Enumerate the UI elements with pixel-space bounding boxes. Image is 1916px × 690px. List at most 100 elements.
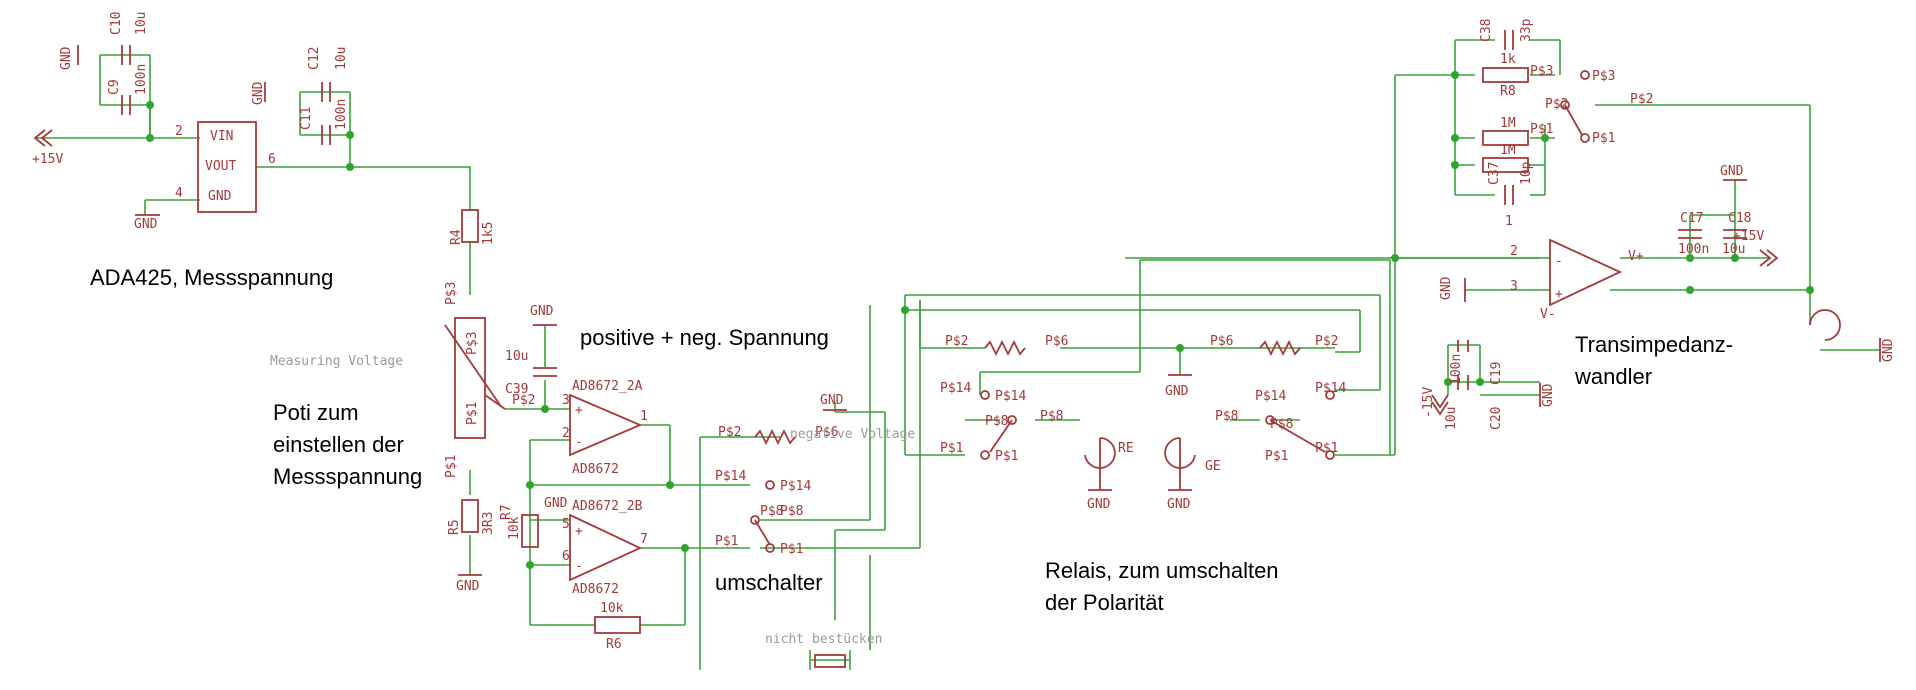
resistor-zigzag-left — [984, 339, 1026, 357]
sw-ps14-r: P$14 — [780, 479, 811, 494]
c9-label: C9 — [107, 79, 122, 95]
r1m-b-value: 1M — [1500, 143, 1516, 158]
c18-label: C18 — [1728, 211, 1751, 226]
pot-ps3: P$3 — [465, 332, 480, 355]
rl-ps1-d: P$1 — [1315, 441, 1338, 456]
gnd-opamp: GND — [1439, 276, 1454, 300]
supply-p15v-left: +15V — [32, 152, 63, 167]
rl-ps1-c: P$1 — [1265, 449, 1288, 464]
fb-ps1-a: P$1 — [1530, 122, 1553, 137]
r8-value: 1k — [1500, 52, 1516, 67]
c11-label: C11 — [299, 107, 314, 130]
c39-label: C39 — [505, 382, 528, 397]
switch-pin-labels: P$2 P$6 P$14 P$14 P$8 P$8 P$1 P$1 P$2 P$… — [715, 64, 1653, 647]
rl-ps14-c: P$14 — [1255, 389, 1286, 404]
opamp-2b-pin7: 7 — [640, 532, 648, 547]
pin4-label: 4 — [175, 186, 183, 201]
rl-ps14-d: P$14 — [1315, 381, 1346, 396]
c37-one: 1 — [1505, 214, 1513, 229]
annotation-poti-2: einstellen der — [273, 432, 404, 457]
c37-value: 10p — [1519, 161, 1534, 185]
opamp-2b-plus: + — [575, 524, 583, 539]
annotation-ada425: ADA425, Messspannung — [90, 265, 333, 290]
c39-value: 10u — [505, 349, 528, 364]
fb-ps3-a: P$3 — [1530, 64, 1553, 79]
rl-ps1-b: P$1 — [995, 449, 1018, 464]
c12-value: 10u — [334, 47, 349, 70]
potentiometer: P$3 P$1 P$3 P$1 Measuring Voltage P$2 — [270, 282, 535, 478]
sw-ps8-l: P$8 — [760, 504, 783, 519]
wires — [35, 39, 1880, 670]
c12-label: C12 — [307, 47, 322, 70]
r7-label: R7 — [499, 504, 514, 520]
rl-ps14-b: P$14 — [995, 389, 1026, 404]
gnd-r5: GND — [456, 579, 480, 594]
junction-dots — [146, 71, 1814, 569]
c18-value: 10u — [1722, 242, 1745, 257]
rl-ps2-b: P$2 — [1315, 334, 1338, 349]
annotation-relais-2: der Polarität — [1045, 590, 1164, 615]
capacitors: C10 10u C9 100n C12 10u C11 100n — [107, 12, 1751, 430]
c38-label: C38 — [1479, 19, 1494, 42]
gnd-ge: GND — [1167, 497, 1191, 512]
vin-pin-label: VIN — [210, 129, 233, 144]
opamp-ti-vminus: V- — [1540, 307, 1556, 322]
annotation-transimp-2: wandler — [1574, 364, 1652, 389]
opamp-2b-pin5: 5 — [562, 517, 570, 532]
r7-value: 10k — [507, 516, 522, 540]
rl-ps8-c: P$8 — [1215, 409, 1238, 424]
rl-ps6-b: P$6 — [1210, 334, 1233, 349]
re-label: RE — [1118, 441, 1134, 456]
rl-ps14-a: P$14 — [940, 381, 971, 396]
c11-value: 100n — [334, 99, 349, 130]
opamp-2b: + - AD8672_2B AD8672 GND 5 6 7 — [544, 496, 648, 597]
ge-electrode — [1164, 437, 1196, 469]
c38-value: 33p — [1519, 18, 1534, 42]
nicht-bestuecken-label: nicht bestücken — [765, 632, 882, 647]
c19-value: 100n — [1449, 354, 1464, 385]
rl-ps2-a: P$2 — [945, 334, 968, 349]
resistor-r7: 10k R7 — [499, 504, 539, 548]
r4-label: R4 — [449, 229, 464, 245]
annotation-poti-1: Poti zum — [273, 400, 359, 425]
capacitor-c9: C9 100n — [107, 64, 149, 115]
annotation-umschalter: umschalter — [715, 570, 823, 595]
c9-value: 100n — [134, 64, 149, 95]
capacitor-c39: 10u C39 — [505, 325, 557, 397]
sw-ps14-l: P$14 — [715, 469, 746, 484]
capacitor-c38: C38 33p — [1479, 18, 1534, 50]
opamp-2a-plus: + — [575, 403, 583, 418]
capacitor-c12: C12 10u — [307, 47, 349, 102]
resistor-r4: R4 1k5 — [449, 209, 496, 245]
gnd-c12: GND — [251, 81, 266, 105]
r8-label: R8 — [1500, 84, 1516, 99]
probe-electrode — [1809, 309, 1841, 341]
ge-label: GE — [1205, 459, 1221, 474]
r1m-a-value: 1M — [1500, 116, 1516, 131]
gnd-c18: GND — [1720, 164, 1744, 179]
capacitor-c11: C11 100n — [299, 99, 349, 145]
opamp-2b-minus: - — [575, 559, 583, 574]
rl-ps8-a: P$8 — [985, 414, 1008, 429]
c10-label: C10 — [109, 12, 124, 35]
opamp-ti-plus: + — [1555, 287, 1563, 302]
c19-label: C19 — [1489, 362, 1504, 385]
opamp-2b-type: AD8672 — [572, 582, 619, 597]
pin2-label: 2 — [175, 124, 183, 139]
ground-symbols: GND GND GND GND GND GND GND GND GND GND … — [59, 45, 1896, 594]
annotations: ADA425, Messspannung Poti zum einstellen… — [90, 265, 1733, 615]
capacitor-c10: C10 10u — [109, 12, 149, 65]
annotation-relais-1: Relais, zum umschalten — [1045, 558, 1279, 583]
pot-ps2: P$2 — [512, 393, 535, 408]
opamp-2a-minus: - — [575, 435, 583, 450]
opamp-2b-gnd: GND — [544, 496, 568, 511]
negative-voltage-label: negative Voltage — [790, 427, 915, 442]
c10-value: 10u — [134, 12, 149, 35]
fb-ps1-b: P$1 — [1592, 131, 1615, 146]
supply-p15v-right: +15V — [1733, 229, 1764, 244]
gnd-relay: GND — [1165, 384, 1189, 399]
gnd-ada: GND — [134, 217, 158, 232]
gnd-re: GND — [1087, 497, 1111, 512]
switch-contacts — [750, 70, 1590, 553]
